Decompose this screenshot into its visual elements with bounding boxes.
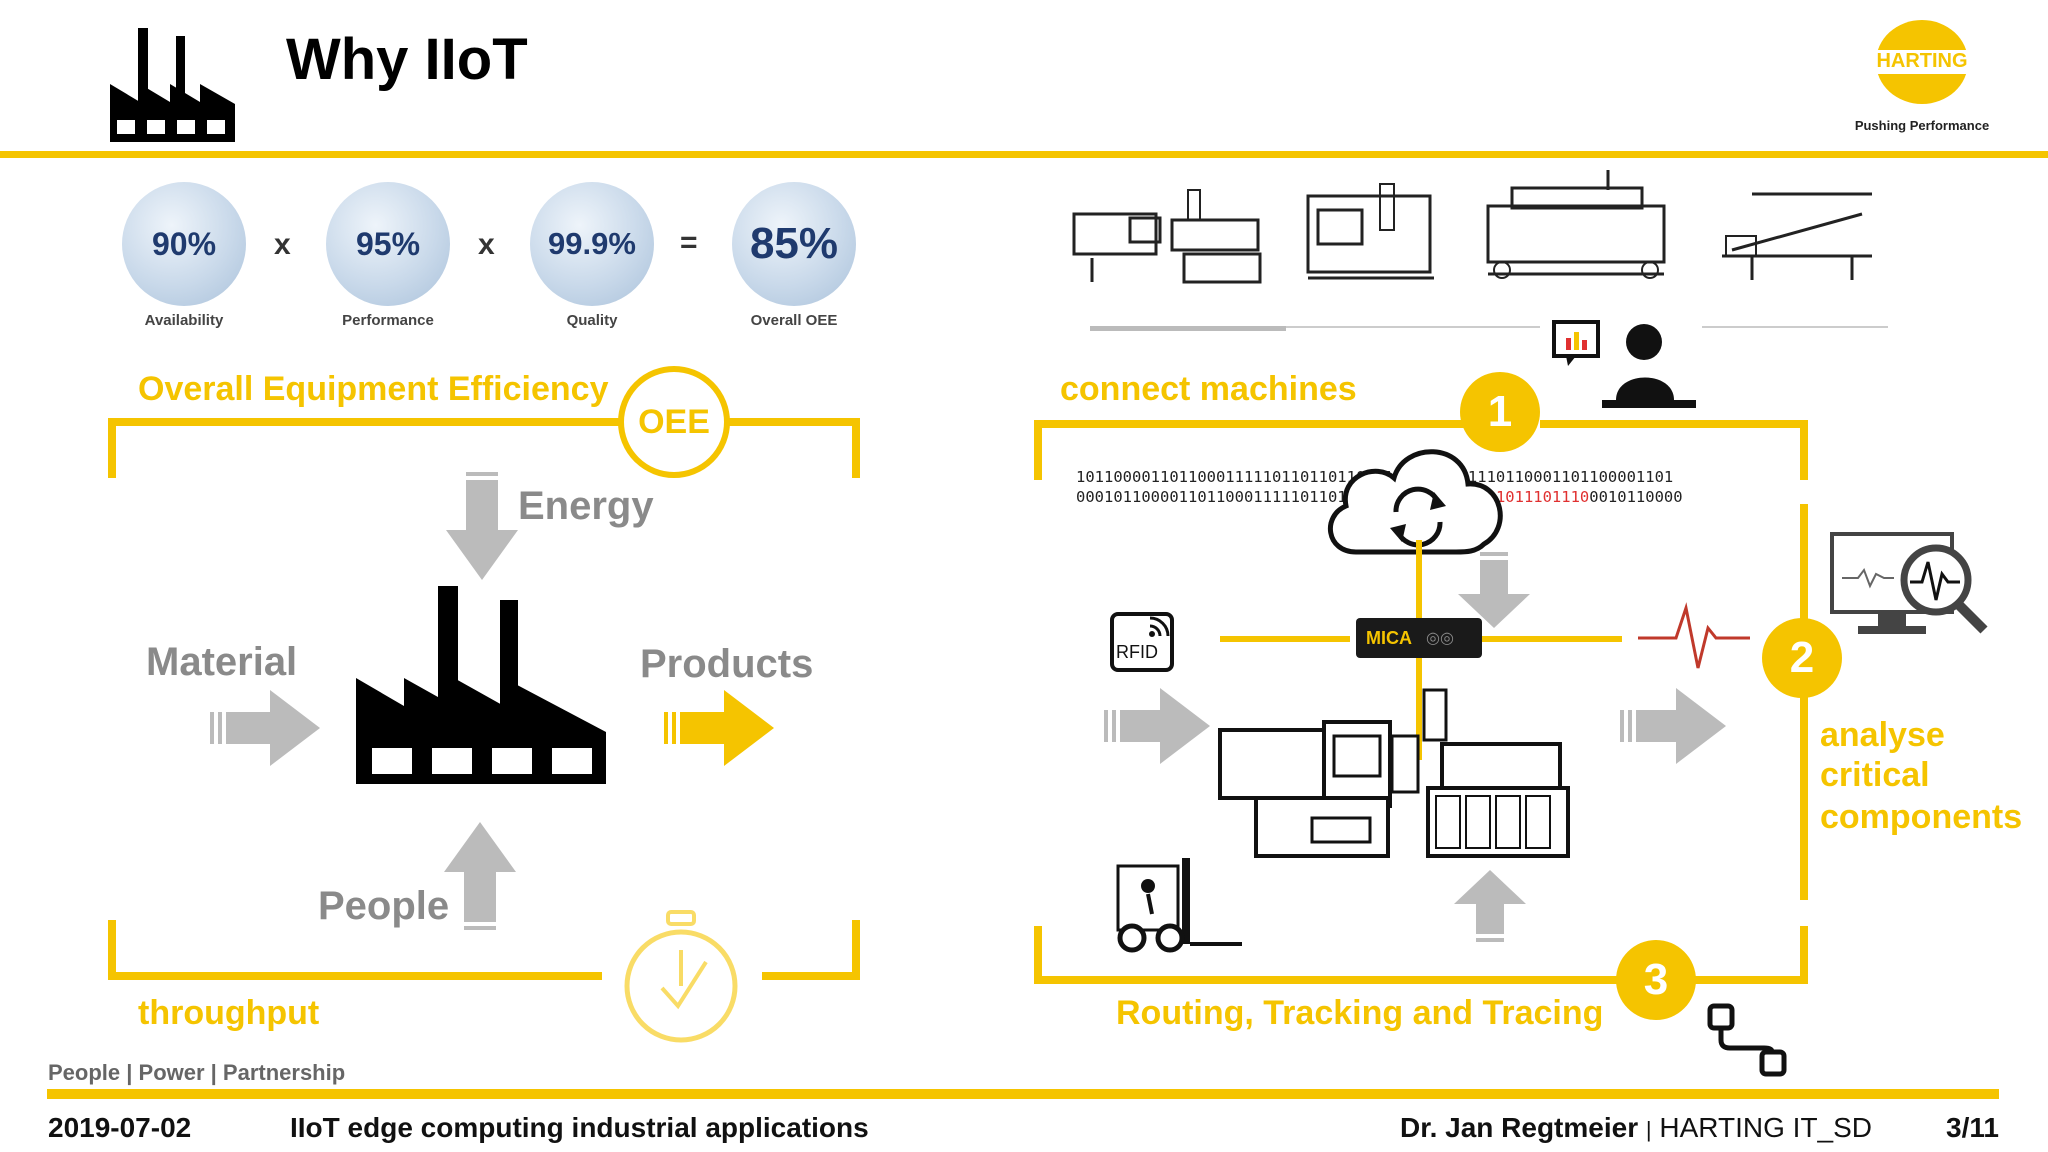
footer-author: Dr. Jan Regtmeier — [1400, 1112, 1639, 1143]
globe-overall: 85% — [732, 182, 856, 306]
globe-availability: 90% — [122, 182, 246, 306]
globe-quality: 99.9% — [530, 182, 654, 306]
connection-line — [1482, 636, 1622, 642]
logo-text: HARTING — [1876, 50, 1968, 72]
injection-machine-large-icon — [1216, 686, 1578, 867]
equals-operator: = — [680, 226, 698, 259]
availability-label: Availability — [144, 312, 224, 329]
page-number: 3/11 — [1946, 1112, 1999, 1143]
globe-performance: 95% — [326, 182, 450, 306]
factory-icon — [354, 582, 608, 791]
connect-machines-label: connect machines — [1060, 370, 1357, 408]
connection-line — [1220, 636, 1350, 642]
right-in-arrow-icon — [1104, 688, 1210, 764]
harting-logo: HARTING — [1872, 16, 1972, 108]
dashboard-user-icon — [1552, 320, 1698, 415]
pulse-icon — [1636, 598, 1752, 679]
footer-divider — [47, 1089, 1999, 1099]
overall-value: 85% — [749, 219, 839, 268]
material-arrow-icon — [210, 690, 320, 766]
cloud-sync-icon — [1316, 432, 1516, 577]
quality-value: 99.9% — [548, 226, 636, 261]
performance-label: Performance — [342, 312, 434, 329]
oee-heading: Overall Equipment Efficiency — [138, 370, 609, 408]
mica-label: MICA — [1366, 627, 1412, 648]
right-out-arrow-icon — [1620, 688, 1726, 764]
step-2-badge: 2 — [1762, 618, 1842, 698]
performance-value: 95% — [355, 225, 421, 262]
packaging-machine-icon — [1482, 166, 1672, 287]
footer-separator: | — [1645, 1117, 1652, 1142]
footer-author-block: Dr. Jan Regtmeier | HARTING IT_SD — [1400, 1112, 1872, 1144]
footer-date: 2019-07-02 — [48, 1112, 192, 1143]
injection-machine-icon — [1072, 188, 1262, 289]
products-label: Products — [640, 642, 814, 686]
route-path-icon — [1706, 1002, 1790, 1083]
step-1-badge: 1 — [1460, 372, 1540, 452]
mica-ports-icon: ◎◎ — [1426, 630, 1454, 647]
machine-row-divider — [1286, 326, 1540, 328]
factory-icon — [100, 24, 240, 149]
oee-badge: OEE — [618, 366, 730, 478]
availability-value: 90% — [151, 225, 217, 262]
rfid-tag-icon: RFID — [1110, 604, 1182, 679]
routing-label: Routing, Tracking and Tracing — [1116, 994, 1604, 1032]
machine-row-divider — [1090, 326, 1286, 331]
footer-department: HARTING IT_SD — [1659, 1112, 1873, 1143]
mica-device: MICA ◎◎ — [1356, 618, 1482, 658]
step-3-badge: 3 — [1616, 940, 1696, 1020]
products-arrow-icon — [664, 690, 774, 766]
footer-subject: IIoT edge computing industrial applicati… — [290, 1112, 869, 1143]
footer-tagline: People | Power | Partnership — [48, 1060, 346, 1085]
machine-row-divider — [1702, 326, 1888, 328]
people-arrow-icon — [444, 822, 516, 930]
left-frame — [108, 418, 860, 980]
right-frame — [1034, 420, 1808, 984]
binary-bits: 0010110000 — [1589, 488, 1683, 506]
oee-badge-label: OEE — [638, 402, 710, 441]
monitor-analysis-icon — [1828, 530, 1990, 645]
cnc-machine-icon — [1304, 182, 1440, 287]
energy-label: Energy — [518, 484, 654, 528]
forklift-icon — [1112, 856, 1246, 959]
multiply-operator: x — [274, 228, 291, 261]
page-title: Why IIoT — [286, 27, 528, 92]
analyse-label-line: analyse — [1820, 716, 1945, 754]
overall-label: Overall OEE — [750, 312, 838, 329]
analyse-label-line: components — [1820, 798, 2023, 836]
energy-arrow-icon — [446, 472, 518, 580]
material-label: Material — [146, 640, 298, 684]
throughput-label: throughput — [138, 994, 320, 1032]
binary-bits: 00010110000110110001111101101110110 — [1076, 488, 1403, 506]
quality-label: Quality — [566, 312, 618, 329]
conveyor-robot-icon — [1712, 180, 1882, 289]
rfid-label: RFID — [1116, 642, 1158, 662]
analyse-label-line: critical — [1820, 756, 1930, 794]
people-label: People — [318, 884, 450, 928]
header-divider — [0, 151, 2048, 158]
right-up-arrow-icon — [1454, 870, 1526, 942]
multiply-operator: x — [478, 228, 495, 261]
stopwatch-icon — [618, 910, 744, 1051]
cloud-down-arrow-icon — [1458, 552, 1530, 628]
logo-tagline: Pushing Performance — [1854, 118, 1990, 133]
